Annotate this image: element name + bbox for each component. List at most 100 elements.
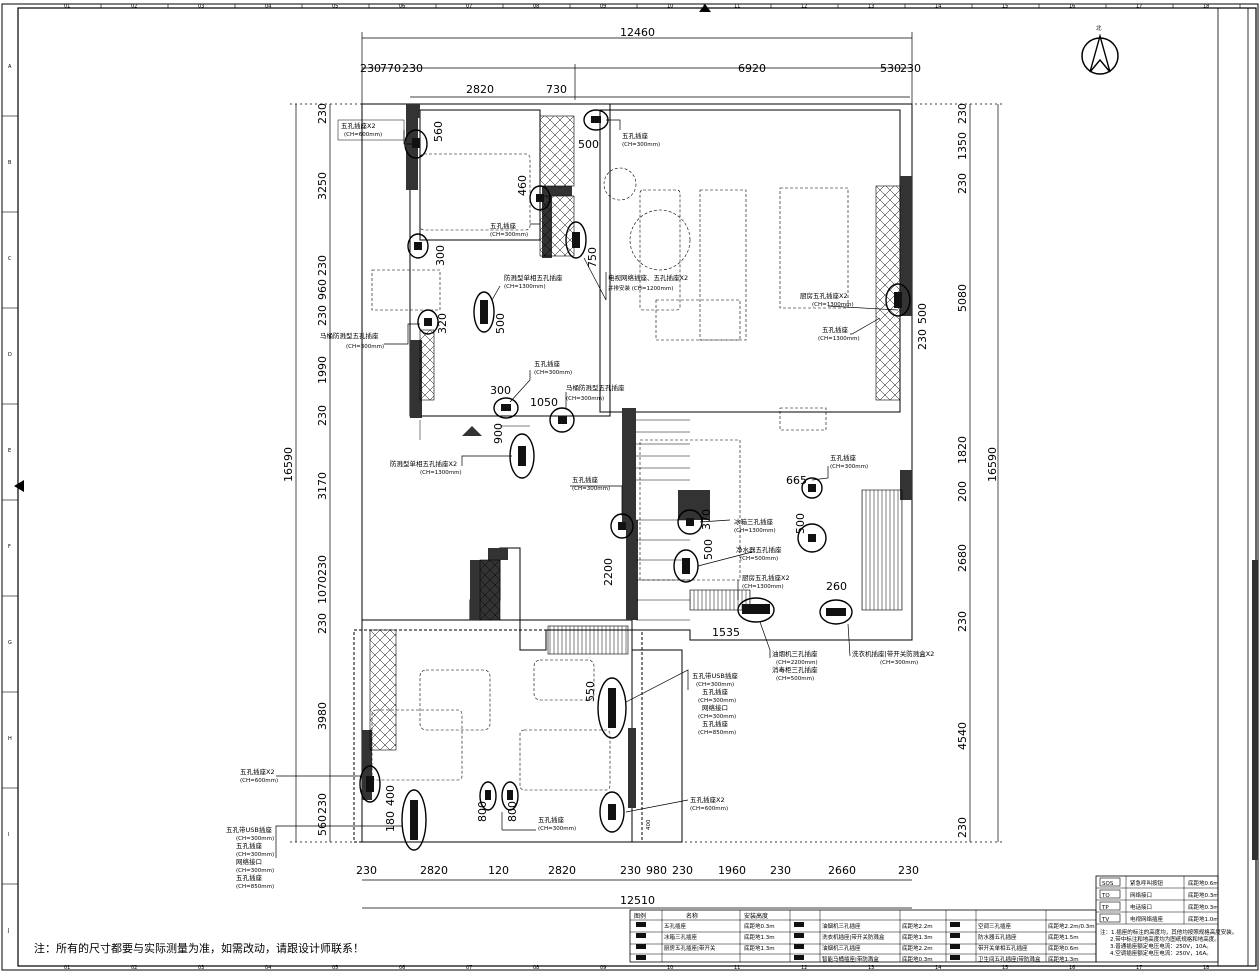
label-20: 五孔插座X2 [690,795,725,804]
dimension-labels: 12460 230 770 230 2820 730 6920 530 230 … [356,26,921,907]
dimension-labels-inner: 560 500 460 300 320 750 500 300 1050 900… [384,121,847,832]
legend-cell: 底距地1.3m [1048,955,1079,963]
legend-right-height: 底距地0.6m [1188,879,1219,887]
legend-header-name: 名称 [686,912,698,920]
dim-left-14: 560 [316,815,329,836]
dim-left-13: 230 [316,793,329,814]
legend-code: SOS [1102,881,1114,887]
dim-inner-20: 180 [384,811,397,832]
grid-col-bottom: 16 [1069,965,1075,971]
label-1-height: (CH=600mm) [344,132,382,138]
label-16-height: (CH=1300mm) [742,584,784,590]
grid-col-bottom: 14 [935,965,941,971]
dim-inner-8: 300 [490,384,511,397]
grid-col-top: 18 [1203,4,1209,10]
legend-outlet-icon [950,955,960,960]
dim-right-5: 230 [916,329,929,350]
legend-outlet-icon [950,933,960,938]
legend-cell: 油烟机三孔插座 [822,944,861,952]
frame-inner [17,7,1257,967]
dim-top-1: 230 [360,62,381,75]
label-4-height: (CH=1300mm) [504,284,546,290]
dim-inner-15: 2200 [602,558,615,586]
legend-cell: 底距地0.3m [744,922,775,930]
label-10-height: (CH=300mm) [572,486,610,492]
grid-row-left: B [8,160,12,166]
grid-col-top: 13 [868,4,874,10]
legend-outlet-icon [636,922,646,927]
legend-right-name: 网络接口 [1130,891,1152,899]
legend-cell: 五孔插座 [664,922,687,930]
legend-cell: 底距地0.6m [1048,944,1079,952]
dim-top-7: 530 [880,62,901,75]
legend-cell: 厨房五孔插座|带开关 [664,944,716,952]
dim-top-total: 12460 [620,26,655,39]
label-22c-height: (CH=300mm) [236,868,274,874]
label-18-height: (CH=300mm) [880,660,918,666]
dim-top-4: 2820 [466,83,494,96]
dim-bottom-3: 120 [488,864,509,877]
legend-right-height: 底距地1.0m [1188,915,1219,923]
label-11: 厨房五孔插座X2 [800,291,848,300]
dim-inner-5: 320 [436,313,449,334]
grid-col-top: 14 [935,4,941,10]
dim-right-7: 1820 [956,436,969,464]
dim-bottom-7: 230 [672,864,693,877]
label-15-height: (CH=500mm) [740,556,778,562]
dim-right-1: 230 [956,103,969,124]
grid-col-top: 01 [64,4,70,10]
legend-note: 4.空调插座额定电压电流：250V，16A。 [1110,949,1212,957]
legend-cell: 防水器五孔插座 [978,933,1017,941]
label-3: 五孔插座 [490,221,517,230]
dim-right-total: 16590 [986,447,999,482]
grid-col-top: 02 [131,4,137,10]
dim-left-2: 3250 [316,172,329,200]
label-9: 防溅型单相五孔插座X2 [390,459,457,468]
grid-row-left: I [8,832,9,838]
outlet-markers [359,109,911,851]
dim-inner-16: 1535 [712,626,740,639]
dimension-labels-left: 230 3250 230 960 230 1990 230 3170 230 1… [282,103,329,836]
dim-left-7: 230 [316,405,329,426]
dim-bottom-4: 2820 [548,864,576,877]
legend-cell: 卫生间五孔插座|带防溅盒 [978,955,1041,963]
legend-cell: 油烟机三孔插座 [822,922,861,930]
dim-left-4: 960 [316,279,329,300]
label-17-height: (CH=2200mm) [776,660,818,666]
grid-col-top: 15 [1002,4,1008,10]
dim-inner-10: 900 [492,423,505,444]
dim-bottom-total: 12510 [620,894,655,907]
dim-right-4: 5080 [956,284,969,312]
legend-code: TO [1101,893,1110,899]
label-22d: 五孔插座 [236,873,263,882]
label-2-height: (CH=300mm) [622,142,660,148]
dim-left-12: 3980 [316,702,329,730]
grid-col-top: 11 [734,4,740,10]
dim-right-3: 230 [956,173,969,194]
dim-inner-9: 1050 [530,396,558,409]
grid-row-left: H [8,736,12,742]
legend-note: 2.带中标注和地高度均为图纸规格和地高度。 [1110,935,1220,943]
legend-right-name: 电视网络插座 [1130,915,1164,923]
legend-cell: 洗衣机插座|带开关防溅盒 [822,933,885,941]
dim-left-6: 1990 [316,356,329,384]
label-14-height: (CH=1300mm) [734,528,776,534]
legend-outlet-icon [794,933,804,938]
legend-code-box [1099,877,1121,887]
legend-right-name: 紧急呼叫按钮 [1130,879,1164,887]
label-21: 五孔插座X2 [240,767,275,776]
label-11-height: (CH=1300mm) [812,302,854,308]
grid-col-bottom: 01 [64,965,70,971]
label-7: 五孔插座 [534,359,561,368]
dim-bottom-10: 2660 [828,864,856,877]
legend-cell: 底距地0.3m [902,955,933,963]
legend-header-height: 安装高度 [744,912,768,920]
grid-markers: 0101020203030404050506060707080809091010… [2,4,1241,971]
label-15: 净水器五孔插座 [736,545,782,554]
dim-top-8: 230 [900,62,921,75]
label-3-height: (CH=300mm) [490,232,528,238]
legend-cell: 底距地1.5m [1048,933,1079,941]
label-8: 马桶防溅型五孔插座 [566,383,625,392]
